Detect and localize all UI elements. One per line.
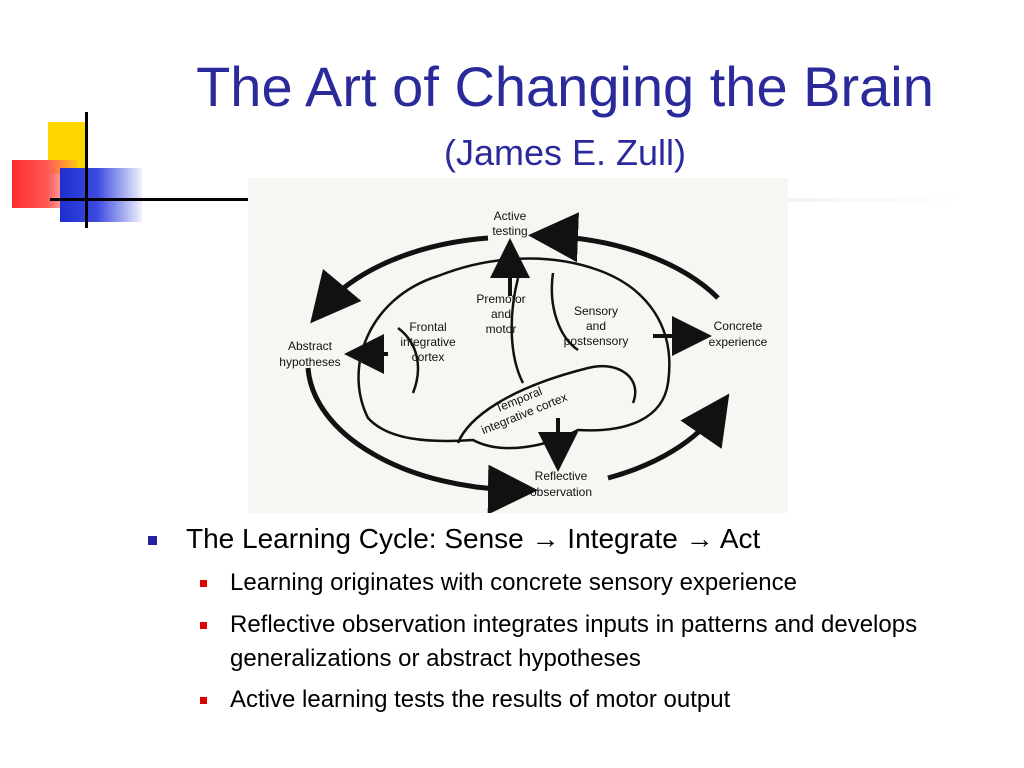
label-abstract-2: hypotheses [279, 355, 340, 369]
label-active-testing-1: Active [494, 209, 527, 223]
label-frontal-2: integrative [400, 335, 456, 349]
label-premotor-3: motor [486, 322, 517, 336]
learning-cycle-figure: Active testing Abstract hypotheses Concr… [248, 178, 788, 513]
label-sensory-2: and [586, 319, 606, 333]
label-concrete-1: Concrete [714, 319, 763, 333]
label-abstract-1: Abstract [288, 339, 333, 353]
cycle-arrow-bottom-left [305, 367, 538, 513]
label-premotor-2: and [491, 307, 511, 321]
main-bullet-text: The Learning Cycle: Sense → Integrate → … [186, 523, 761, 554]
cycle-arrow-bottom-right [607, 393, 730, 481]
logo-horizontal-line [50, 198, 250, 201]
sub-bullet-marker [200, 580, 207, 587]
sub-bullet-text: Active learning tests the results of mot… [230, 686, 731, 713]
label-concrete-2: experience [709, 335, 768, 349]
label-frontal-3: cortex [412, 350, 445, 364]
cycle-arrow-top-left [310, 235, 489, 324]
label-reflective-1: Reflective [535, 469, 588, 483]
logo-vertical-line [85, 112, 88, 228]
label-active-testing-2: testing [492, 224, 527, 238]
sub-bullet-marker [200, 622, 207, 629]
sub-bullet-text: Learning originates with concrete sensor… [230, 569, 797, 596]
label-sensory-3: postsensory [564, 334, 629, 348]
learning-cycle-diagram: Active testing Abstract hypotheses Concr… [279, 209, 768, 513]
slide-subtitle: (James E. Zull) [443, 132, 687, 173]
label-temporal-group: Temporal integrative cortex [479, 384, 569, 437]
inner-arrows [344, 238, 712, 472]
slide-title: The Art of Changing the Brain [196, 55, 934, 118]
label-sensory-1: Sensory [574, 304, 618, 318]
sub-bullet-text: Reflective observation integrates inputs… [230, 611, 918, 672]
sub-bullet-marker [200, 697, 207, 704]
label-frontal-1: Frontal [409, 320, 446, 334]
cycle-arrow-top-right [528, 212, 720, 300]
main-bullet-marker [148, 536, 157, 545]
cycle-arrows [305, 212, 730, 513]
logo-blue-square [60, 168, 142, 222]
slide-logo-decoration [0, 0, 250, 240]
label-premotor-1: Premotor [476, 292, 525, 306]
label-reflective-2: observation [530, 485, 592, 499]
brain-outline [357, 257, 671, 450]
